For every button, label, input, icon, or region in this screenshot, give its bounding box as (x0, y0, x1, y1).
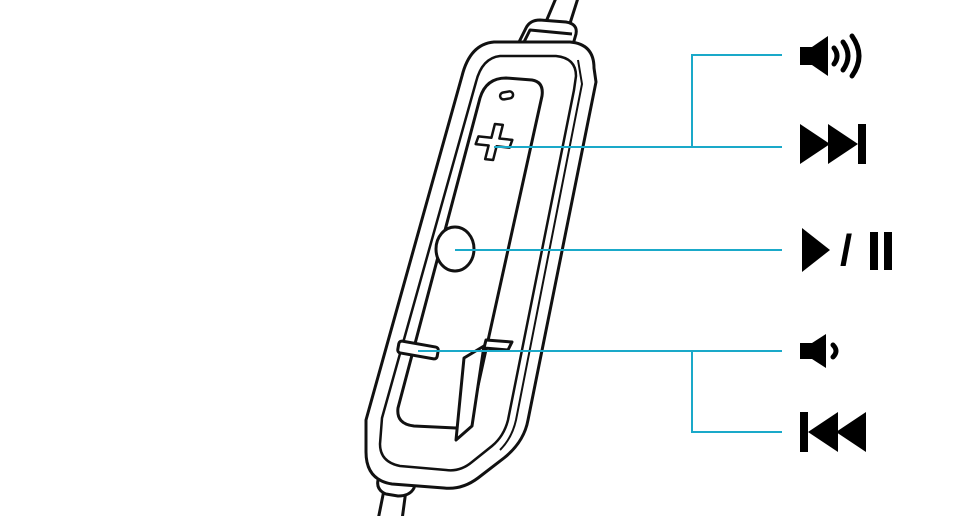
play-pause-icon (802, 228, 892, 272)
skip-forward-icon (800, 124, 866, 164)
play-pause-separator: / (840, 226, 853, 275)
leader-lines (418, 54, 782, 433)
leader-volume-up-branch (691, 54, 782, 147)
speaker-quiet-icon (800, 334, 839, 368)
led-indicator (498, 90, 515, 101)
remote-housing (364, 40, 598, 490)
speaker-loud-icon (800, 33, 862, 79)
plus-button[interactable] (474, 122, 514, 162)
side-slider (454, 338, 514, 442)
leader-previous-branch (691, 351, 782, 433)
skip-back-icon (800, 412, 866, 452)
